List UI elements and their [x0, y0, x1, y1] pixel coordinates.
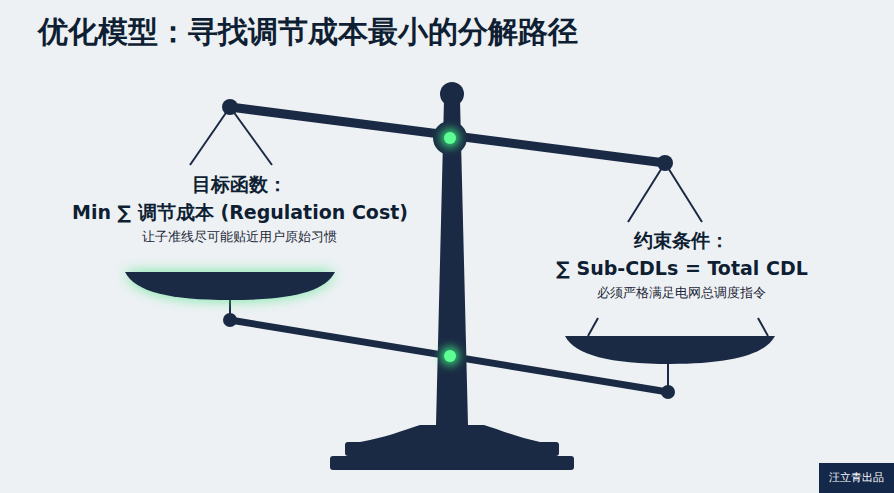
note-text: 必须严格满足电网总调度指令 — [556, 282, 808, 304]
pivot-light — [444, 132, 456, 144]
pan-string — [628, 163, 665, 222]
note-text: 让子准线尽可能贴近用户原始习惯 — [72, 226, 408, 248]
beam-light — [444, 350, 456, 362]
base-step — [345, 442, 559, 456]
pan-glow — [125, 272, 335, 300]
upper-beam — [230, 107, 665, 163]
formula-text: Min ∑ 调节成本 (Regulation Cost) — [72, 198, 408, 226]
heading-text: 汪立青出品 — [829, 471, 884, 485]
top-knob — [440, 82, 464, 106]
objective-pan: 目标函数：Min ∑ 调节成本 (Regulation Cost)让子准线尽可能… — [72, 170, 408, 248]
beam-glow — [441, 347, 459, 365]
pan-string — [230, 107, 272, 165]
left-pan — [125, 272, 335, 300]
pan-string — [190, 107, 230, 165]
pivot — [433, 121, 467, 155]
pan-stem — [667, 364, 669, 390]
pan-string — [758, 318, 768, 336]
formula-text: ∑ Sub-CDLs = Total CDL — [556, 254, 808, 282]
page-title: 优化模型：寻找调节成本最小的分解路径 — [38, 12, 578, 53]
watermark-box: 汪立青出品 — [819, 463, 894, 493]
heading-text: 约束条件： — [556, 226, 808, 254]
base-foot — [330, 456, 574, 470]
right-pan — [565, 336, 775, 364]
constraint-pan: 约束条件：∑ Sub-CDLs = Total CDL必须严格满足电网总调度指令 — [556, 226, 808, 304]
pivot-glow — [441, 129, 459, 147]
base-top — [360, 425, 540, 442]
pan-string — [588, 318, 598, 336]
pan-stem — [229, 300, 231, 318]
pan-string — [665, 163, 702, 222]
heading-text: 目标函数： — [72, 170, 408, 198]
